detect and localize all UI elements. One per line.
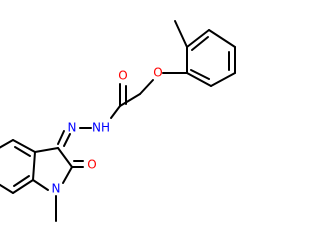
bond [139,79,154,95]
bond [34,147,59,153]
bond [12,139,36,153]
ether-oxygen-label: O [153,66,162,80]
bond [12,179,34,194]
amide-oxygen-label: O [118,69,127,83]
molecule-diagram: O O NH N O N [0,20,236,222]
bond-layer [0,20,236,222]
bond [0,183,14,194]
bond [13,175,30,187]
bond [57,130,65,145]
bond [62,166,73,184]
bond [174,20,188,48]
bond [186,29,210,48]
bond [32,151,36,181]
bond [208,29,236,48]
hydrazone-nitrogen-label: N [68,121,77,135]
bond [32,179,49,191]
bond [63,133,71,147]
ring-nitrogen-label: N [52,182,61,196]
bond [110,105,121,119]
bond [186,72,212,87]
bond [190,69,210,80]
bond [57,147,73,168]
bond [0,139,14,149]
bond [14,146,31,157]
atom-label-layer: O O NH N O N [52,66,163,196]
hydrazide-nh-label: NH [92,121,110,135]
bond [210,72,236,87]
bond [191,36,209,51]
lactam-oxygen-label: O [87,158,96,172]
bond [119,93,141,107]
